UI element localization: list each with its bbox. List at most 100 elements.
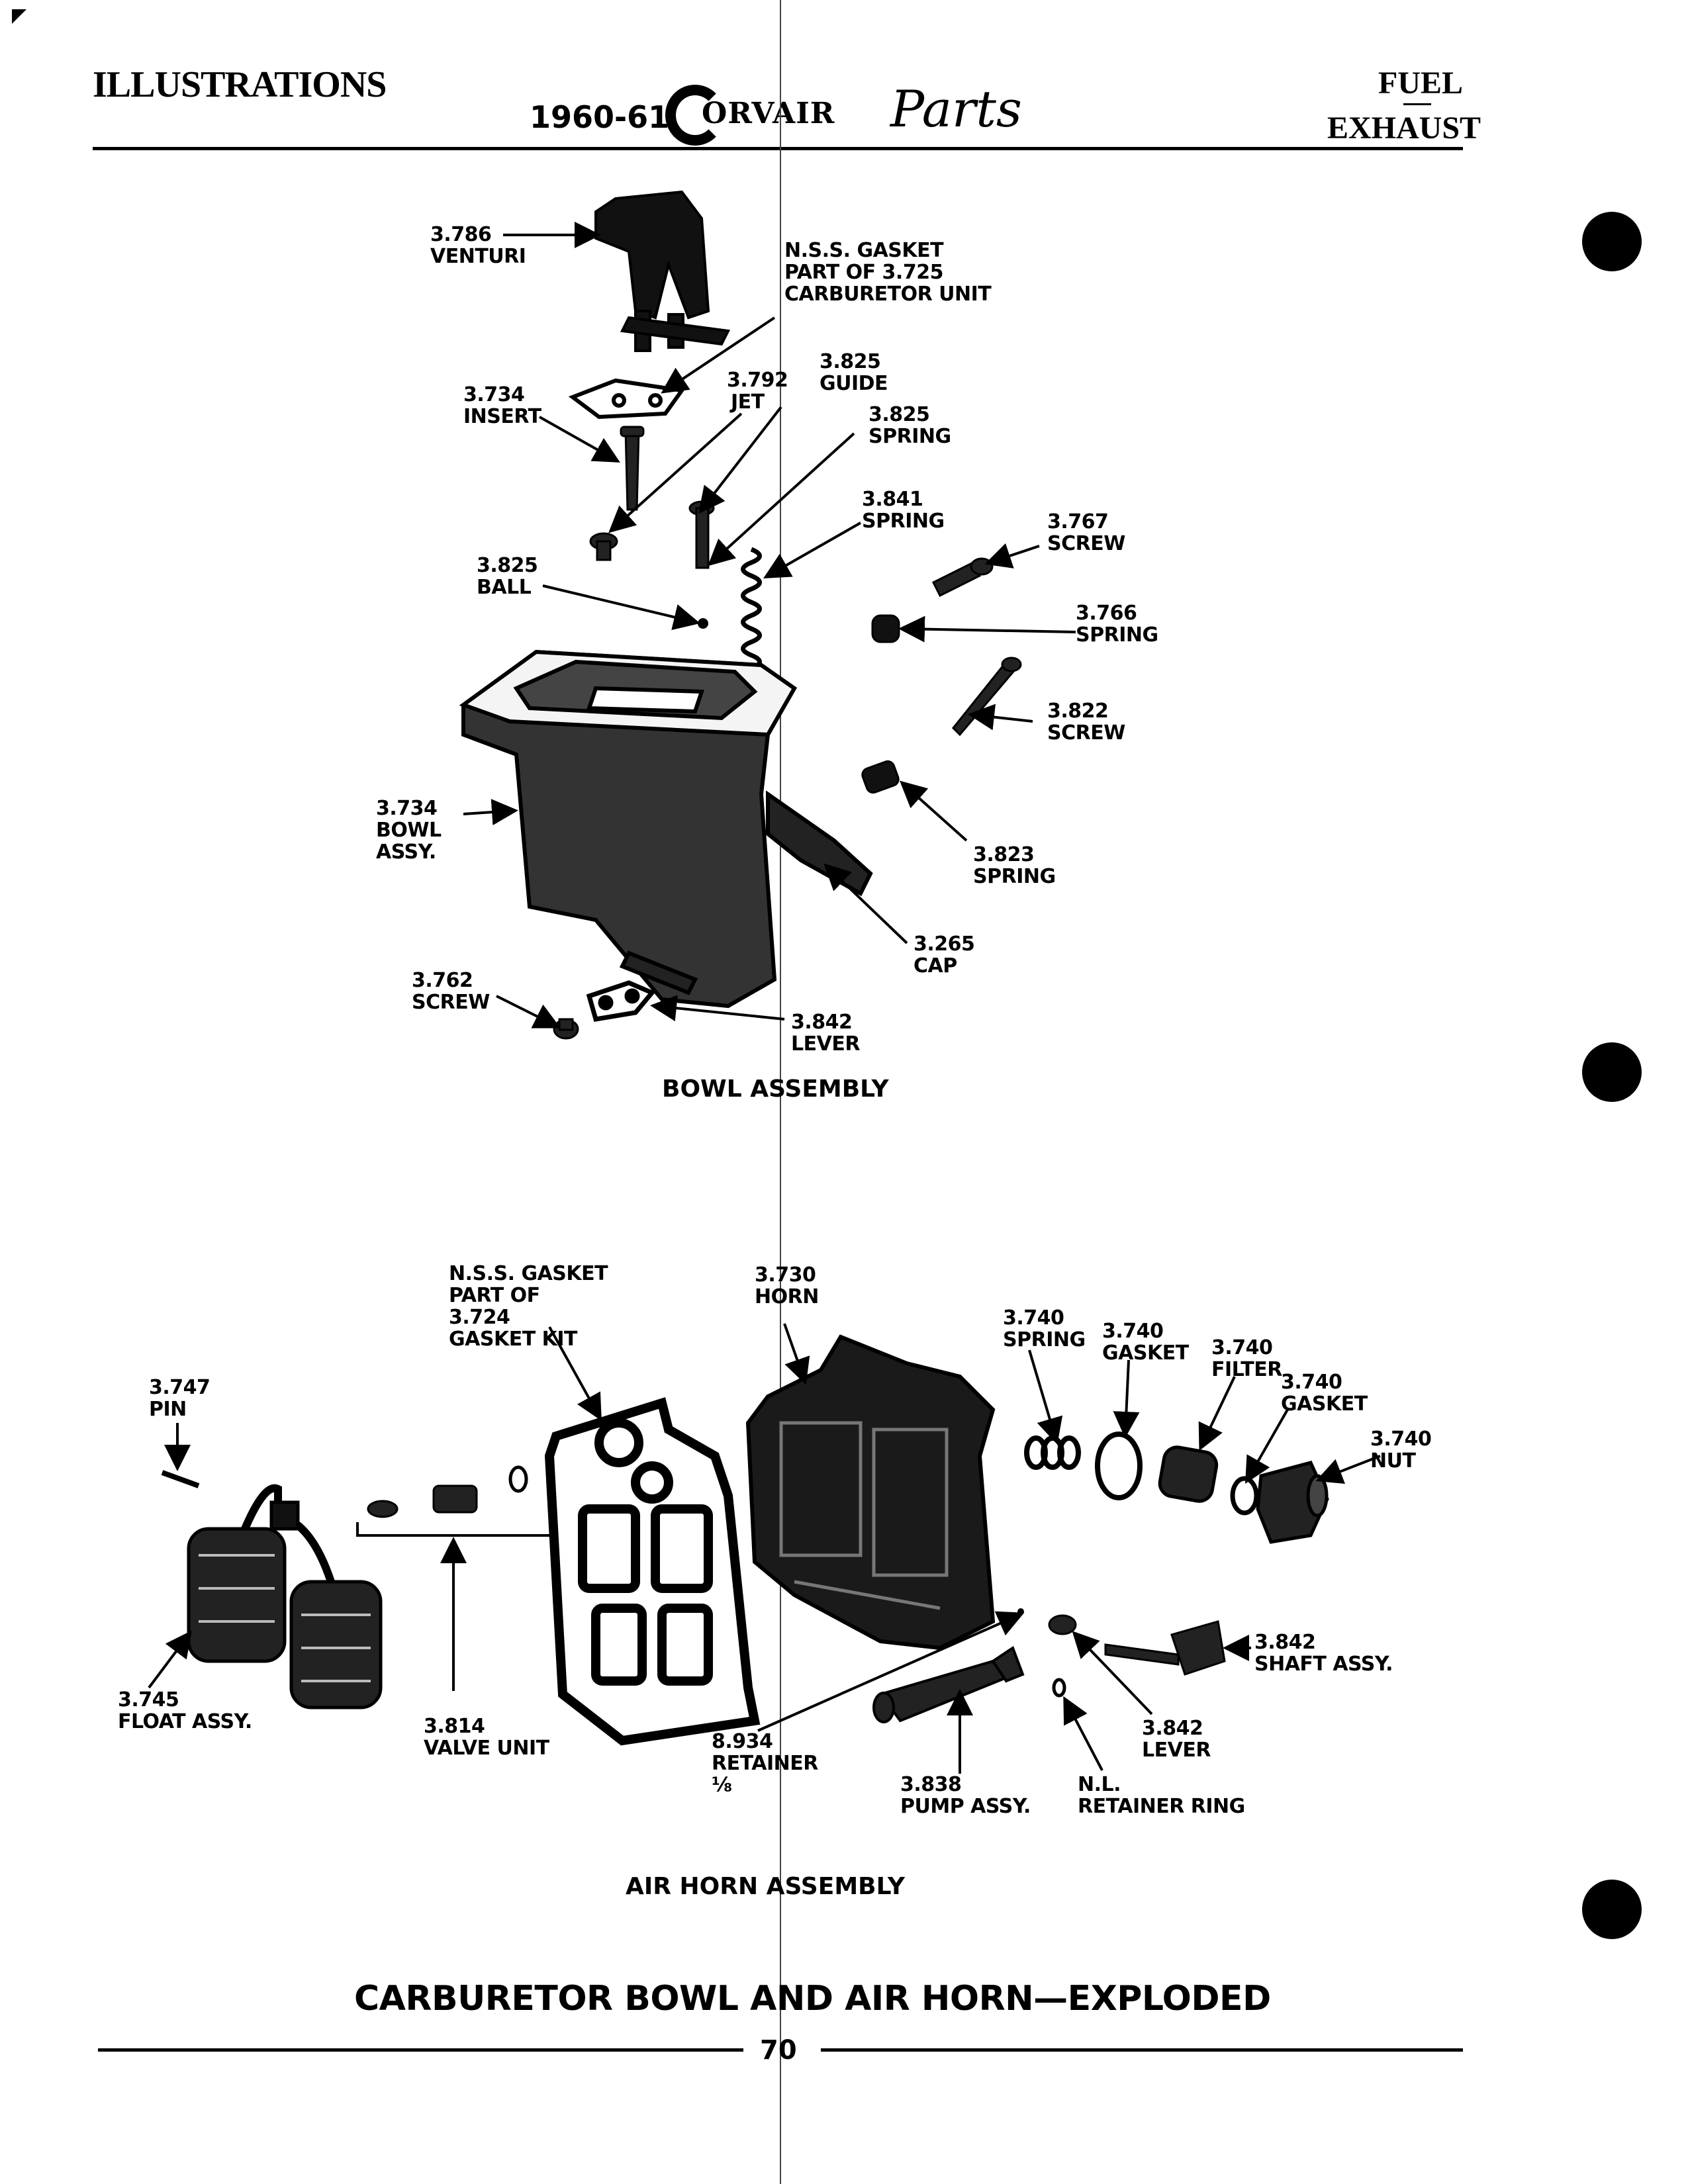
label-screw-762-num: 3.762 [412,969,473,992]
label-spring-841-name: SPRING [862,510,945,533]
label-pin-num: 3.747 [149,1376,211,1399]
section-right-bottom: EXHAUST [1327,111,1481,146]
label-filter-740: 3.740 FILTER [1211,1337,1282,1381]
label-filter-740-num: 3.740 [1211,1336,1273,1359]
label-spring-823: 3.823 SPRING [973,844,1056,887]
scan-fold-line [780,0,781,2184]
brand-script: Parts [890,79,1022,138]
label-spring-825-name: SPRING [868,425,951,448]
label-gasket-740b: 3.740 GASKET [1281,1371,1368,1415]
page-title: CARBURETOR BOWL AND AIR HORN—EXPLODED [354,1979,1271,2019]
screw-767-part [931,557,994,598]
label-nss-gasket-2-3: 3.724 [449,1306,510,1329]
label-valve-name: VALVE UNIT [424,1737,549,1760]
label-horn: 3.730 HORN [755,1264,819,1308]
label-lever-842b: 3.842 LEVER [1142,1717,1211,1761]
label-retainer: 8.934 RETAINER ⅛ [712,1731,818,1796]
jet-part [589,532,618,561]
air-horn-assembly-caption: AIR HORN ASSEMBLY [626,1873,905,1900]
label-lever-842-name: LEVER [791,1032,860,1056]
binder-hole-1 [1582,212,1642,271]
page-number: 70 [760,2035,797,2066]
label-shaft-num: 3.842 [1254,1631,1316,1654]
valve-bracket [356,1522,557,1537]
label-spring-740: 3.740 SPRING [1003,1307,1086,1351]
label-screw-762-name: SCREW [412,991,490,1014]
bowl-assembly-caption: BOWL ASSEMBLY [662,1075,889,1103]
brand-years: 1960-61 [530,99,670,135]
label-spring-823-name: SPRING [973,865,1056,888]
label-screw-767: 3.767 SCREW [1047,511,1125,555]
label-nss-gasket-3: CARBURETOR UNIT [784,283,992,306]
label-screw-822: 3.822 SCREW [1047,700,1125,744]
section-right-divider [1403,103,1431,105]
retainer-ring-part [1052,1678,1066,1698]
label-spring-740-num: 3.740 [1003,1306,1064,1330]
label-jet: 3.792 JET [727,369,788,413]
label-pump-name: PUMP ASSY. [900,1795,1031,1818]
label-venturi-num: 3.786 [430,223,492,246]
spring-766-part [871,614,900,643]
label-spring-825: 3.825 SPRING [868,404,951,447]
label-venturi-name: VENTURI [430,245,526,268]
screw-762-part [553,1018,579,1040]
brand-logo: 1960-61 ORVAIR Parts [530,79,1046,151]
label-nss-gasket-1: N.S.S. GASKET [784,239,944,262]
label-gasket-740a-num: 3.740 [1102,1320,1164,1343]
label-pin-name: PIN [149,1398,187,1421]
binder-hole-2 [1582,1042,1642,1102]
spring-841-part [741,547,762,684]
label-guide: 3.825 GUIDE [820,351,888,394]
label-horn-num: 3.730 [755,1263,816,1287]
label-nss-gasket-2: PART OF 3.725 [784,261,943,284]
ball-part [698,618,708,629]
label-cap-name: CAP [914,954,957,978]
label-gasket-740a: 3.740 GASKET [1102,1320,1189,1364]
label-nut-740-num: 3.740 [1370,1428,1432,1451]
section-right-top: FUEL [1378,66,1464,101]
binder-hole-3 [1582,1880,1642,1939]
label-ring: N.L. RETAINER RING [1078,1774,1245,1817]
pin-part [161,1470,200,1488]
label-bowl-assy-extra: ASSY. [376,841,436,864]
label-spring-740-name: SPRING [1003,1328,1086,1351]
label-jet-num: 3.792 [727,369,788,392]
header-rule [93,147,1463,150]
label-float-num: 3.745 [118,1688,179,1711]
bowl-body [459,649,873,1009]
spring-823-part [861,760,900,794]
label-ring-num: N.L. [1078,1773,1121,1796]
float-part [187,1484,383,1709]
label-lever-842-num: 3.842 [791,1011,853,1034]
label-spring-766-name: SPRING [1076,623,1158,647]
label-ring-name: RETAINER RING [1078,1795,1245,1818]
venturi-part [594,190,731,352]
screw-822-part [951,657,1022,737]
label-pump-num: 3.838 [900,1773,962,1796]
label-shaft: 3.842 SHAFT ASSY. [1254,1631,1393,1675]
label-lever-842b-num: 3.842 [1142,1717,1203,1740]
label-valve: 3.814 VALVE UNIT [424,1715,549,1759]
label-retainer-name: RETAINER [712,1752,818,1775]
label-retainer-num: 8.934 [712,1730,773,1753]
gasket-740b-part [1230,1476,1259,1516]
label-ball-num: 3.825 [477,554,538,577]
label-bowl-assy-name: BOWL [376,819,442,842]
label-jet-name: JET [731,390,765,414]
label-pump: 3.838 PUMP ASSY. [900,1774,1031,1817]
insert-part [620,426,645,511]
label-screw-767-name: SCREW [1047,532,1125,555]
label-gasket-740b-name: GASKET [1281,1392,1368,1416]
label-spring-766-num: 3.766 [1076,602,1137,625]
label-ball: 3.825 BALL [477,555,538,598]
label-venturi: 3.786 VENTURI [430,224,526,267]
label-insert-num: 3.734 [463,383,525,406]
label-insert: 3.734 INSERT [463,384,541,428]
lever-842b-part [1048,1614,1077,1635]
label-ball-name: BALL [477,576,532,599]
filter-740-part [1158,1445,1219,1503]
label-lever-842: 3.842 LEVER [791,1011,860,1055]
brand-wordmark: ORVAIR [702,97,835,130]
label-valve-num: 3.814 [424,1715,485,1738]
